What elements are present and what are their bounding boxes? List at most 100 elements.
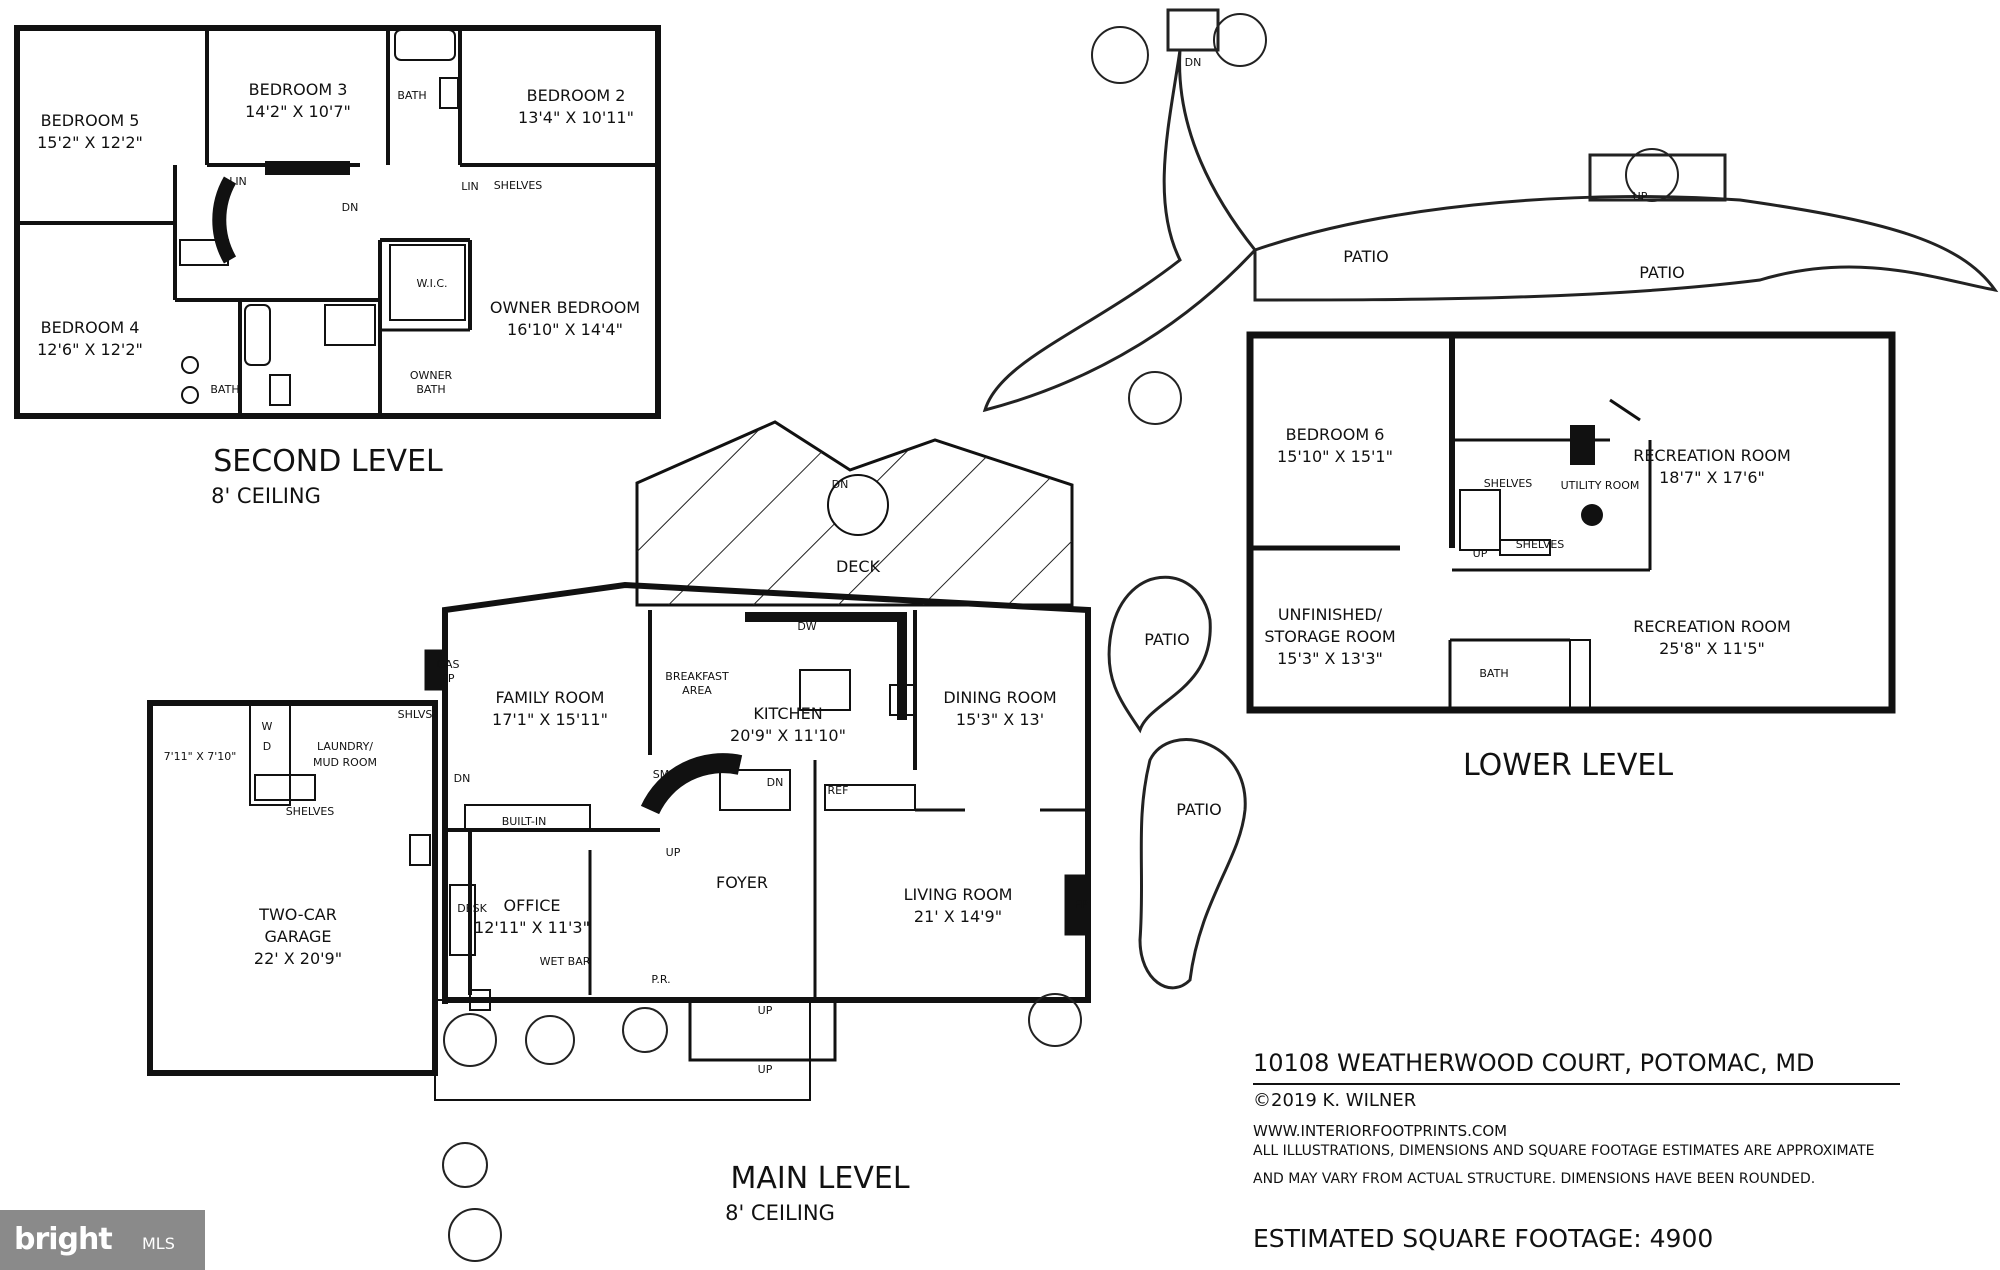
bedroom4-label: BEDROOM 4: [41, 318, 140, 337]
copyright-text: ©2019 K. WILNER: [1253, 1090, 1417, 1111]
dining-room-dim: 15'3" X 13': [956, 710, 1044, 729]
foyer-dn-label: DN: [767, 776, 784, 789]
second-level-ceiling: 8' CEILING: [211, 484, 321, 508]
second-level-title: SECOND LEVEL: [213, 444, 443, 479]
bedroom6-label: BEDROOM 6: [1286, 425, 1385, 444]
logo-suffix: MLS: [142, 1234, 175, 1253]
patio-label-lower-right: PATIO: [1639, 263, 1684, 282]
shlvs-label: SHLVS: [398, 708, 433, 721]
bright-mls-logo: bright MLS: [0, 1210, 205, 1270]
patio-label-lower: PATIO: [1176, 800, 1221, 819]
recreation-room-2-label: RECREATION ROOM: [1633, 617, 1791, 636]
patio-label-upper: PATIO: [1144, 630, 1189, 649]
lower-level-plan: [1246, 331, 1896, 714]
shelves-label: SHELVES: [494, 179, 543, 192]
patio-label-lower-left: PATIO: [1343, 247, 1388, 266]
owner-bedroom-dim: 16'10" X 14'4": [507, 320, 623, 339]
ref-label: REF: [828, 784, 849, 797]
main-dn-label: DN: [454, 772, 471, 785]
foyer-up-label: UP: [666, 846, 681, 859]
dryer-label: D: [263, 740, 271, 753]
logo-brand: bright: [14, 1222, 113, 1257]
unfinished-label: UNFINISHED/: [1278, 605, 1383, 624]
gas-fp-label: GAS: [436, 658, 459, 671]
lin-label: LIN: [461, 180, 479, 193]
dining-room-label: DINING ROOM: [943, 688, 1056, 707]
pr-label: P.R.: [651, 973, 670, 986]
recreation-room-1-label: RECREATION ROOM: [1633, 446, 1791, 465]
walk-up-label: UP: [758, 1063, 773, 1076]
main-level-title: MAIN LEVEL: [730, 1161, 909, 1196]
small-room-dim: 7'11" X 7'10": [164, 750, 237, 763]
patio-up-label: UP: [1633, 190, 1648, 203]
shelves-main-label: SHELVES: [286, 805, 335, 818]
foyer-label: FOYER: [716, 873, 768, 892]
bedroom4-dim: 12'6" X 12'2": [37, 340, 143, 359]
recreation-room-2-dim: 25'8" X 11'5": [1659, 639, 1765, 658]
kitchen-label: KITCHEN: [753, 704, 822, 723]
dw-label: DW: [797, 620, 816, 633]
lower-level-title: LOWER LEVEL: [1463, 748, 1673, 783]
website-text: WWW.INTERIORFOOTPRINTS.COM: [1253, 1122, 1508, 1140]
gas-fp-label-2: FP: [442, 672, 455, 685]
disclaimer-line-2: AND MAY VARY FROM ACTUAL STRUCTURE. DIME…: [1253, 1171, 1816, 1187]
office-label: OFFICE: [504, 896, 561, 915]
office-dim: 12'11" X 11'3": [474, 918, 590, 937]
patio-dn-label: DN: [1185, 56, 1202, 69]
garage-label: TWO-CAR: [258, 905, 337, 924]
shelves-utility-label: SHELVES: [1484, 477, 1533, 490]
lin-label-stair: LIN: [229, 175, 247, 188]
bedroom5-dim: 15'2" X 12'2": [37, 133, 143, 152]
family-room-dim: 17'1" X 15'11": [492, 710, 608, 729]
main-level-labels: FAMILY ROOM 17'1" X 15'11" BREAKFAST ARE…: [164, 478, 1088, 1225]
living-room-dim: 21' X 14'9": [914, 907, 1002, 926]
wic-label: W.I.C.: [416, 277, 447, 290]
fp-label: FP: [1075, 898, 1088, 911]
garage-label-2: GARAGE: [265, 927, 332, 946]
bedroom2-dim: 13'4" X 10'11": [518, 108, 634, 127]
trees: [442, 13, 1267, 1262]
address-rule: [1253, 1083, 1900, 1085]
bath-label-upper: BATH: [397, 89, 426, 102]
lower-level-labels: BEDROOM 6 15'10" X 15'1" RECREATION ROOM…: [1264, 425, 1790, 783]
second-level-labels: BEDROOM 5 15'2" X 12'2" BEDROOM 3 14'2" …: [37, 80, 640, 508]
living-room-label: LIVING ROOM: [904, 885, 1013, 904]
unfinished-dim: 15'3" X 13'3": [1277, 649, 1383, 668]
owner-bath-label: OWNER: [410, 369, 453, 382]
owner-bath-label-2: BATH: [416, 383, 445, 396]
laundry-label-2: MUD ROOM: [313, 756, 377, 769]
utility-room-label: UTILITY ROOM: [1561, 479, 1640, 492]
bedroom3-dim: 14'2" X 10'7": [245, 102, 351, 121]
second-level-plan: [14, 25, 661, 419]
bedroom3-label: BEDROOM 3: [249, 80, 348, 99]
built-in-label: BUILT-IN: [502, 815, 547, 828]
deck-dn-label: DN: [832, 478, 849, 491]
lower-up-label: UP: [1473, 547, 1488, 560]
bedroom2-label: BEDROOM 2: [527, 86, 626, 105]
shelves-stair-label: SHELVES: [1516, 538, 1565, 551]
wet-bar-label: WET BAR: [540, 955, 591, 968]
main-level-ceiling: 8' CEILING: [725, 1201, 835, 1225]
laundry-label: LAUNDRY/: [317, 740, 373, 753]
garage-dim: 22' X 20'9": [254, 949, 342, 968]
address-text: 10108 WEATHERWOOD COURT, POTOMAC, MD: [1253, 1049, 1815, 1077]
bedroom5-label: BEDROOM 5: [41, 111, 140, 130]
entry-up-label: UP: [758, 1004, 773, 1017]
sm-label: SM: [653, 768, 669, 781]
bath-label-lower: BATH: [210, 383, 239, 396]
recreation-room-1-dim: 18'7" X 17'6": [1659, 468, 1765, 487]
family-room-label: FAMILY ROOM: [496, 688, 605, 707]
lower-level-patio: PATIO PATIO DN UP: [982, 8, 1999, 413]
square-footage-text: ESTIMATED SQUARE FOOTAGE: 4900: [1253, 1224, 1714, 1253]
second-dn-label: DN: [342, 201, 359, 214]
bedroom6-dim: 15'10" X 15'1": [1277, 447, 1393, 466]
unfinished-label-2: STORAGE ROOM: [1264, 627, 1395, 646]
main-patios: PATIO PATIO: [1107, 575, 1247, 990]
deck-label: DECK: [836, 557, 881, 576]
owner-bedroom-label: OWNER BEDROOM: [490, 298, 640, 317]
breakfast-label-2: AREA: [682, 684, 712, 697]
main-level-plan: [147, 420, 1091, 1101]
disclaimer-line-1: ALL ILLUSTRATIONS, DIMENSIONS AND SQUARE…: [1253, 1143, 1875, 1159]
kitchen-dim: 20'9" X 11'10": [730, 726, 846, 745]
